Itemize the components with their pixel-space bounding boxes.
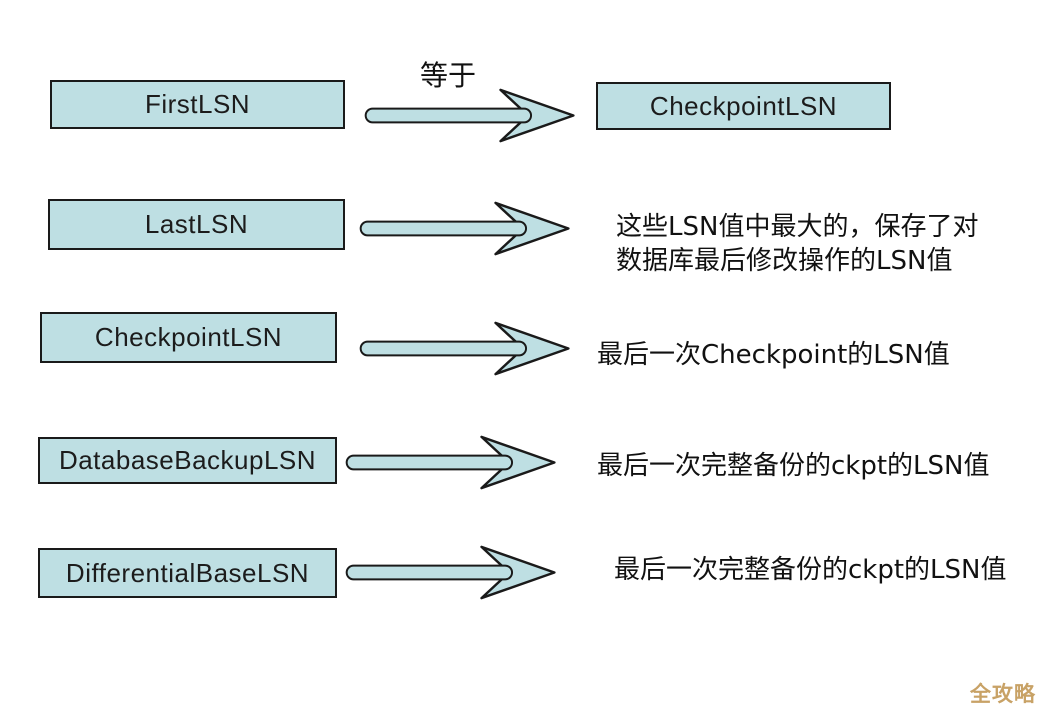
box-lastlsn: LastLSN — [48, 199, 345, 250]
box-checkpointlsn-target: CheckpointLSN — [596, 82, 891, 130]
right-arrow-icon — [357, 197, 575, 260]
description-lastlsn: 这些LSN值中最大的，保存了对 数据库最后修改操作的LSN值 — [616, 212, 979, 276]
box-firstlsn: FirstLSN — [50, 80, 345, 129]
box-databasebackuplsn-label: DatabaseBackupLSN — [58, 445, 317, 475]
box-checkpointlsn: CheckpointLSN — [40, 312, 337, 363]
box-firstlsn-label: FirstLSN — [144, 89, 251, 119]
right-arrow-icon — [362, 84, 580, 147]
description-checkpointlsn: 最后一次Checkpoint的LSN值 — [597, 340, 950, 370]
description-databasebackuplsn: 最后一次完整备份的ckpt的LSN值 — [597, 451, 990, 481]
description-differentialbaselsn: 最后一次完整备份的ckpt的LSN值 — [614, 555, 1007, 585]
box-checkpointlsn-target-label: CheckpointLSN — [649, 90, 838, 121]
watermark: 全攻略 — [970, 682, 1036, 706]
box-checkpointlsn-label: CheckpointLSN — [94, 322, 283, 352]
equals-label: 等于 — [420, 59, 477, 92]
right-arrow-icon — [343, 541, 561, 604]
box-differentialbaselsn: DifferentialBaseLSN — [38, 548, 337, 598]
right-arrow-icon — [357, 317, 575, 380]
box-databasebackuplsn: DatabaseBackupLSN — [38, 437, 337, 484]
box-lastlsn-label: LastLSN — [144, 209, 249, 239]
box-differentialbaselsn-label: DifferentialBaseLSN — [65, 557, 310, 588]
right-arrow-icon — [343, 431, 561, 494]
